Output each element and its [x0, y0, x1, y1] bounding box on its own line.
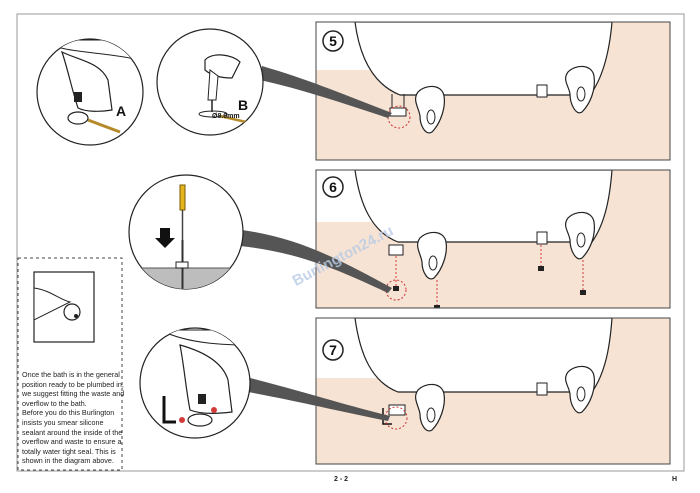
overflow-fitting — [63, 303, 81, 321]
step-5-badge — [322, 30, 344, 52]
callout-pointer-5 — [260, 66, 392, 118]
callout-pointer-6 — [240, 230, 392, 293]
bath-tub — [354, 170, 613, 243]
bath-foot-front-right — [565, 65, 595, 114]
note-line: we suggest fitting the waste and — [22, 389, 125, 399]
step-7-number: 7 — [329, 342, 337, 358]
down-arrow-icon — [155, 228, 175, 248]
bath-foot-front-left — [415, 85, 445, 134]
step-7-badge — [322, 339, 344, 361]
section-letter: H — [672, 476, 678, 483]
bath-tub — [354, 22, 613, 96]
hex-key — [382, 408, 392, 425]
callout-pointer-7 — [248, 378, 390, 421]
hex-key-icon — [162, 396, 176, 424]
detail-b-label: B — [238, 97, 248, 113]
sealant-note-box — [17, 257, 123, 471]
detail-a-circle: A — [36, 38, 144, 146]
detail-a-label: A — [116, 103, 126, 119]
bath-foot-front-right — [565, 211, 595, 260]
page-frame — [16, 13, 685, 472]
page-number: 2 - 2 — [334, 476, 349, 483]
note-line: shown in the diagram above. — [22, 456, 114, 466]
bath-foot-front-left — [415, 383, 445, 432]
screw-detail-circle — [128, 174, 244, 290]
note-line: overflow and waste to ensure a — [22, 437, 122, 447]
detail-b-circle: B Ø8.0mm — [156, 28, 264, 136]
note-line: Once the bath is in the general — [22, 370, 120, 379]
bath-tub — [354, 318, 613, 393]
note-line: Before you do this Burlington — [22, 408, 115, 418]
step-6-number: 6 — [329, 179, 337, 195]
installation-note: Once the bath is in the general position… — [22, 370, 125, 466]
bath-foot-front-right — [565, 365, 595, 414]
step-6-badge — [322, 176, 344, 198]
note-line: insists you smear silicone — [22, 417, 104, 427]
step-6-panel: 6 — [315, 169, 671, 309]
step-7-panel: 7 — [315, 317, 671, 465]
bath-foot-front-left — [417, 231, 447, 280]
note-line: position ready to be plumbed in, — [22, 379, 124, 389]
step-5-panel: 5 — [315, 21, 671, 161]
note-line: totally water tight seal. This is — [22, 446, 116, 456]
note-line: sealant around the inside of the — [22, 427, 123, 437]
floor-section — [129, 268, 243, 289]
waste-detail-circle — [139, 327, 251, 439]
screwdriver-handle — [179, 184, 186, 211]
drill-size-label: Ø8.0mm — [212, 113, 240, 120]
note-line: overflow to the bath. — [22, 398, 87, 408]
step-5-number: 5 — [329, 33, 337, 49]
